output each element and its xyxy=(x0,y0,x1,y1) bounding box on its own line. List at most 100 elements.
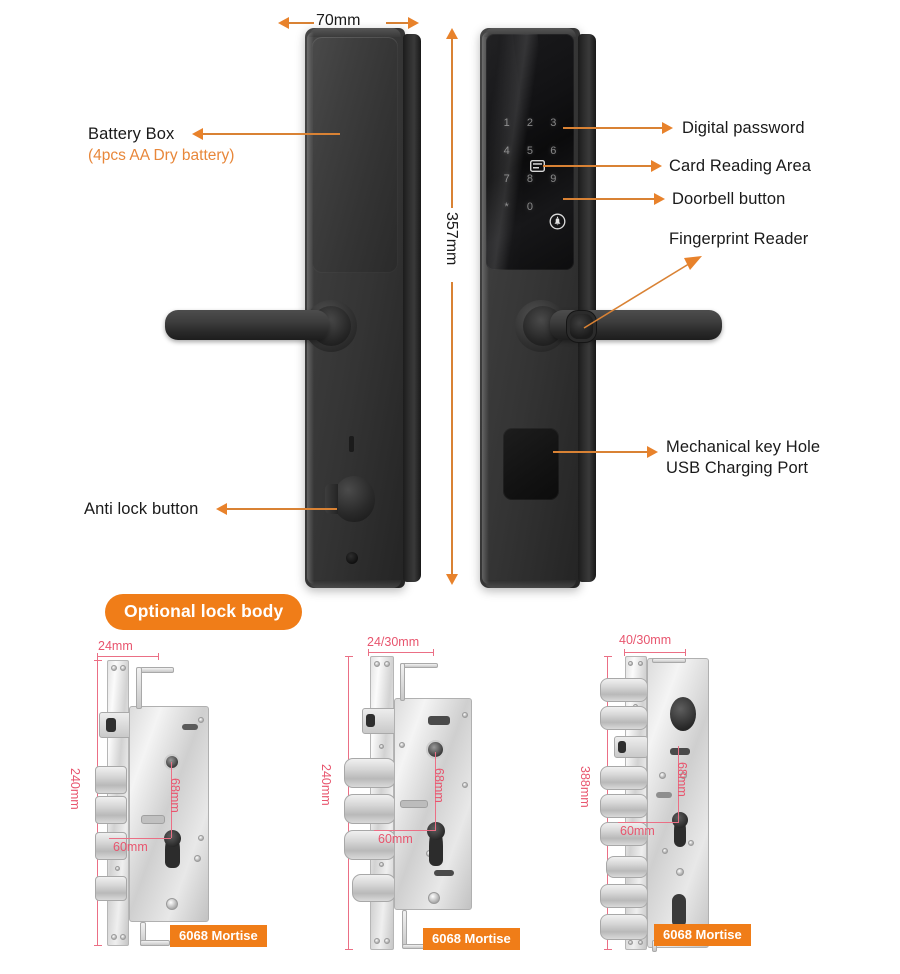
mortise-2-backset-label: 60mm xyxy=(378,832,413,846)
screw-icon xyxy=(628,661,633,666)
screw-icon xyxy=(428,892,440,904)
dimension-line xyxy=(451,282,453,574)
panel-bottom-bevel xyxy=(484,580,576,588)
mortise-3-model-badge: 6068 Mortise xyxy=(654,924,751,946)
screw-icon xyxy=(198,835,204,841)
cylinder-cam-hole xyxy=(672,812,688,828)
screw-icon xyxy=(638,940,643,945)
handle-arm xyxy=(136,667,142,709)
deadbolt xyxy=(600,678,648,702)
deadbolt xyxy=(95,876,127,901)
key-1[interactable]: 1 xyxy=(503,117,510,129)
screw-icon xyxy=(111,934,117,940)
deadbolt xyxy=(344,794,396,824)
screw-icon xyxy=(120,665,126,671)
callout-fingerprint-reader-label: Fingerprint Reader xyxy=(669,230,809,248)
key-3[interactable]: 3 xyxy=(550,117,557,129)
arrow-right-icon xyxy=(654,193,665,205)
dimension-tick xyxy=(345,656,353,658)
arrow-right-icon xyxy=(408,17,419,29)
fingerprint-leader-line xyxy=(583,256,702,329)
key-star[interactable]: * xyxy=(504,201,509,213)
anti-lock-knob[interactable] xyxy=(333,476,375,522)
arrow-down-icon xyxy=(446,574,458,585)
mortise-1-height-label: 240mm xyxy=(68,768,82,810)
doorbell-glyph xyxy=(549,213,565,230)
dimension-tick xyxy=(345,949,353,951)
panel-side-edge xyxy=(403,34,421,582)
screw-icon xyxy=(379,862,384,867)
callout-card-reading-area-label: Card Reading Area xyxy=(669,157,812,175)
interior-handle[interactable] xyxy=(165,296,365,358)
mortise-1-width-label: 24mm xyxy=(98,639,133,653)
latch-trigger xyxy=(106,718,116,732)
anti-lock-knob-tab[interactable] xyxy=(325,484,338,514)
screw-icon xyxy=(676,868,684,876)
key-0[interactable]: 0 xyxy=(526,201,534,213)
handle-arm xyxy=(140,940,170,946)
deadbolt xyxy=(352,874,396,902)
lock-case-slot xyxy=(656,792,672,798)
battery-cover[interactable] xyxy=(312,37,398,273)
screw-icon xyxy=(374,661,380,667)
screw-icon xyxy=(688,840,694,846)
deadbolt xyxy=(606,856,648,878)
doorbell-icon[interactable] xyxy=(547,213,567,230)
lock-case-slot xyxy=(400,800,428,808)
leader-line xyxy=(563,127,662,129)
mortise-1-model-badge: 6068 Mortise xyxy=(170,925,267,947)
callout-anti-lock-button-label: Anti lock button xyxy=(84,500,199,518)
arrow-left-icon xyxy=(192,128,203,140)
screw-icon xyxy=(111,665,117,671)
arrow-right-icon xyxy=(662,122,673,134)
key-9[interactable]: 9 xyxy=(550,173,557,185)
key-4[interactable]: 4 xyxy=(503,145,510,157)
key-2[interactable]: 2 xyxy=(526,117,534,129)
handle-arm xyxy=(400,663,438,668)
exterior-handle[interactable] xyxy=(512,296,727,358)
leader-line xyxy=(563,198,654,200)
dimension-line xyxy=(109,838,171,840)
dimension-tick xyxy=(624,649,626,656)
callout-usb-charging-port-label: USB Charging Port xyxy=(666,459,809,477)
callout-battery-box-title: Battery Box xyxy=(88,125,175,143)
arrow-left-icon xyxy=(278,17,289,29)
dimension-line xyxy=(368,652,434,654)
fingerprint-sensor[interactable] xyxy=(570,314,593,339)
key-7[interactable]: 7 xyxy=(503,173,510,185)
callout-digital-password-label: Digital password xyxy=(682,119,805,137)
screw-icon xyxy=(166,898,178,910)
lock-case-slot xyxy=(428,716,450,725)
screw-icon xyxy=(198,717,204,723)
touch-keypad[interactable]: 1 2 3 4 5 6 7 8 9 * 0 xyxy=(495,116,565,215)
status-slot xyxy=(349,436,354,452)
lock-case-slot xyxy=(141,815,165,824)
panel-highlight xyxy=(482,32,489,584)
callout-mechanical-key-hole-label: Mechanical key Hole xyxy=(666,438,821,456)
dimension-line xyxy=(97,656,159,658)
lock-body-mortise-1: 24mm 240mm xyxy=(62,639,312,960)
touch-glass-screen[interactable]: 1 2 3 4 5 6 7 8 9 * 0 xyxy=(486,34,574,270)
handle-lever[interactable] xyxy=(165,310,329,340)
lock-case-slot xyxy=(670,748,690,755)
screw-icon xyxy=(662,848,668,854)
dimension-tick xyxy=(604,949,612,951)
lock-body-mortise-2: 24/30mm 240mm 68mm xyxy=(319,630,580,960)
key-8[interactable]: 8 xyxy=(526,173,534,185)
key-5[interactable]: 5 xyxy=(526,145,534,157)
deadbolt xyxy=(95,766,127,794)
screw-icon xyxy=(659,772,666,779)
arrow-right-icon xyxy=(651,160,662,172)
key-6[interactable]: 6 xyxy=(550,145,557,157)
panel-side-edge xyxy=(578,34,596,582)
handle-arm xyxy=(400,663,405,701)
arrow-left-icon xyxy=(216,503,227,515)
height-dimension-357mm: 357mm xyxy=(440,28,464,588)
deadbolt xyxy=(344,830,396,860)
dimension-tick xyxy=(685,649,687,656)
dimension-tick xyxy=(158,653,160,660)
mechanical-key-usb-cover[interactable] xyxy=(503,428,559,500)
mortise-1-center-label: 68mm xyxy=(168,778,182,813)
screw-icon xyxy=(628,940,633,945)
